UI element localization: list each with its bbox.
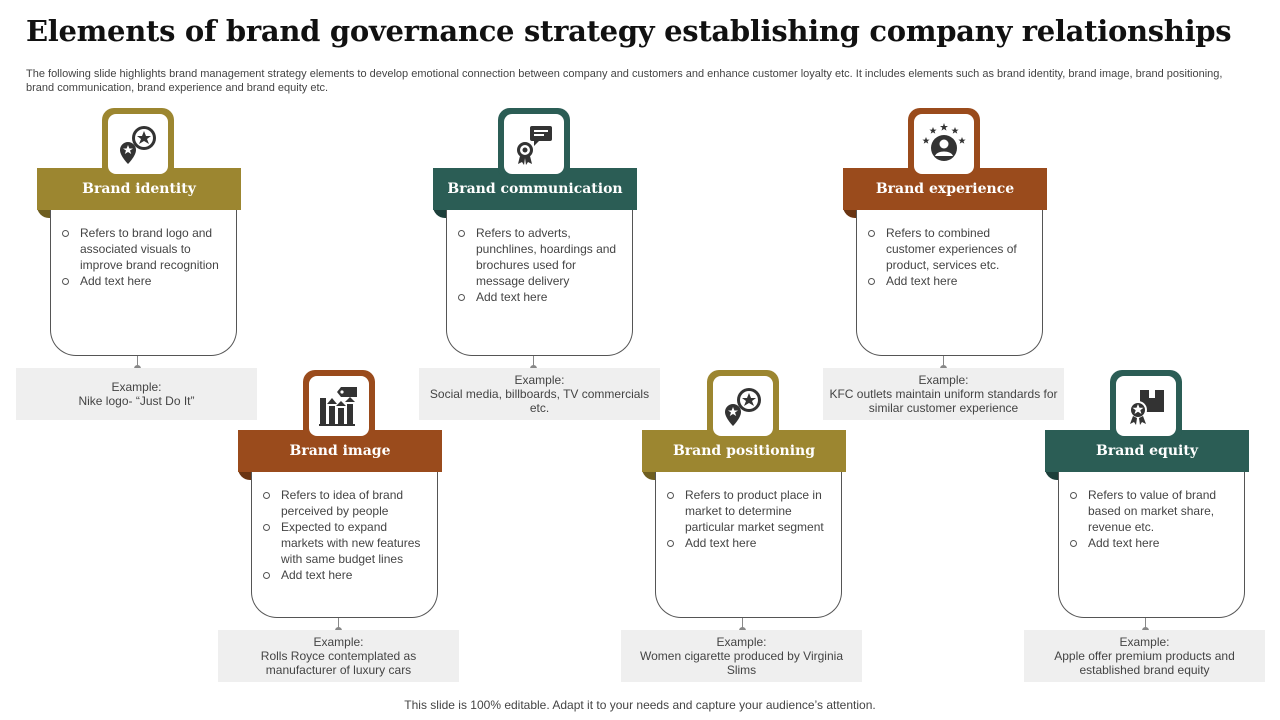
footer-note: This slide is 100% editable. Adapt it to… xyxy=(404,698,876,712)
bullet-item: Add text here xyxy=(867,273,1027,289)
box-award-icon xyxy=(1129,390,1164,425)
icon-frame xyxy=(303,370,375,442)
bullet-list: Refers to product place in market to det… xyxy=(666,487,826,551)
connector-line xyxy=(338,618,339,632)
example-label: Example: xyxy=(1119,635,1170,649)
icon-frame xyxy=(707,370,779,442)
example-text: Rolls Royce contemplated as manufacturer… xyxy=(260,649,417,677)
bullet-list: Refers to idea of brand perceived by peo… xyxy=(262,487,422,583)
connector-line xyxy=(943,356,944,370)
example-box-brand-equity: Example: Apple offer premium products an… xyxy=(1024,630,1265,682)
bullet-item: Add text here xyxy=(262,567,422,583)
bullet-list: Refers to combined customer experiences … xyxy=(867,225,1027,289)
user-stars-icon xyxy=(922,123,966,161)
location-star-icon xyxy=(725,388,761,426)
award-chat-icon xyxy=(517,126,552,165)
bullet-list: Refers to value of brand based on market… xyxy=(1069,487,1229,551)
connector-line xyxy=(742,618,743,632)
example-label: Example: xyxy=(514,373,565,387)
example-text: KFC outlets maintain uniform standards f… xyxy=(829,387,1058,415)
page-title: Elements of brand governance strategy es… xyxy=(26,14,1232,48)
bullet-item: Expected to expand markets with new feat… xyxy=(262,519,422,567)
bullet-item: Add text here xyxy=(457,289,617,305)
card-brand-experience: Brand experience Refers to combined cust… xyxy=(843,108,1047,428)
bullet-item: Refers to idea of brand perceived by peo… xyxy=(262,487,422,519)
example-label: Example: xyxy=(716,635,767,649)
location-star-icon xyxy=(120,126,156,164)
bullet-list: Refers to brand logo and associated visu… xyxy=(61,225,221,289)
connector-line xyxy=(533,356,534,370)
bullet-item: Add text here xyxy=(666,535,826,551)
example-text: Women cigarette produced by Virginia Sli… xyxy=(639,649,843,677)
example-text: Apple offer premium products and establi… xyxy=(1054,649,1235,677)
bullet-item: Refers to value of brand based on market… xyxy=(1069,487,1229,535)
bullet-item: Add text here xyxy=(1069,535,1229,551)
bullet-item: Refers to product place in market to det… xyxy=(666,487,826,535)
icon-frame xyxy=(102,108,174,180)
card-brand-positioning: Brand positioning Refers to product plac… xyxy=(642,370,846,690)
card-brand-communication: Brand communication Refers to adverts, p… xyxy=(433,108,637,428)
icon-frame xyxy=(908,108,980,180)
connector-line xyxy=(137,356,138,370)
bullet-list: Refers to adverts, punchlines, hoardings… xyxy=(457,225,617,305)
page-subtitle: The following slide highlights brand man… xyxy=(26,68,1223,94)
example-text: Social media, billboards, TV commercials… xyxy=(429,387,650,415)
example-label: Example: xyxy=(918,373,969,387)
bullet-item: Refers to adverts, punchlines, hoardings… xyxy=(457,225,617,289)
card-brand-identity: Brand identity Refers to brand logo and … xyxy=(37,108,241,428)
connector-line xyxy=(1145,618,1146,632)
example-box-brand-experience: Example: KFC outlets maintain uniform st… xyxy=(823,368,1064,420)
example-box-brand-positioning: Example: Women cigarette produced by Vir… xyxy=(621,630,862,682)
growth-bars-icon xyxy=(319,387,357,426)
card-brand-image: Brand image Refers to idea of brand perc… xyxy=(238,370,442,690)
bullet-item: Refers to brand logo and associated visu… xyxy=(61,225,221,273)
bullet-item: Refers to combined customer experiences … xyxy=(867,225,1027,273)
card-brand-equity: Brand equity Refers to value of brand ba… xyxy=(1045,370,1249,690)
icon-frame xyxy=(498,108,570,180)
example-box-brand-image: Example: Rolls Royce contemplated as man… xyxy=(218,630,459,682)
example-text: Nike logo- “Just Do It” xyxy=(78,394,195,408)
bullet-item: Add text here xyxy=(61,273,221,289)
example-box-brand-communication: Example: Social media, billboards, TV co… xyxy=(419,368,660,420)
icon-frame xyxy=(1110,370,1182,442)
example-label: Example: xyxy=(111,380,162,394)
example-box-brand-identity: Example: Nike logo- “Just Do It” xyxy=(16,368,257,420)
example-label: Example: xyxy=(313,635,364,649)
